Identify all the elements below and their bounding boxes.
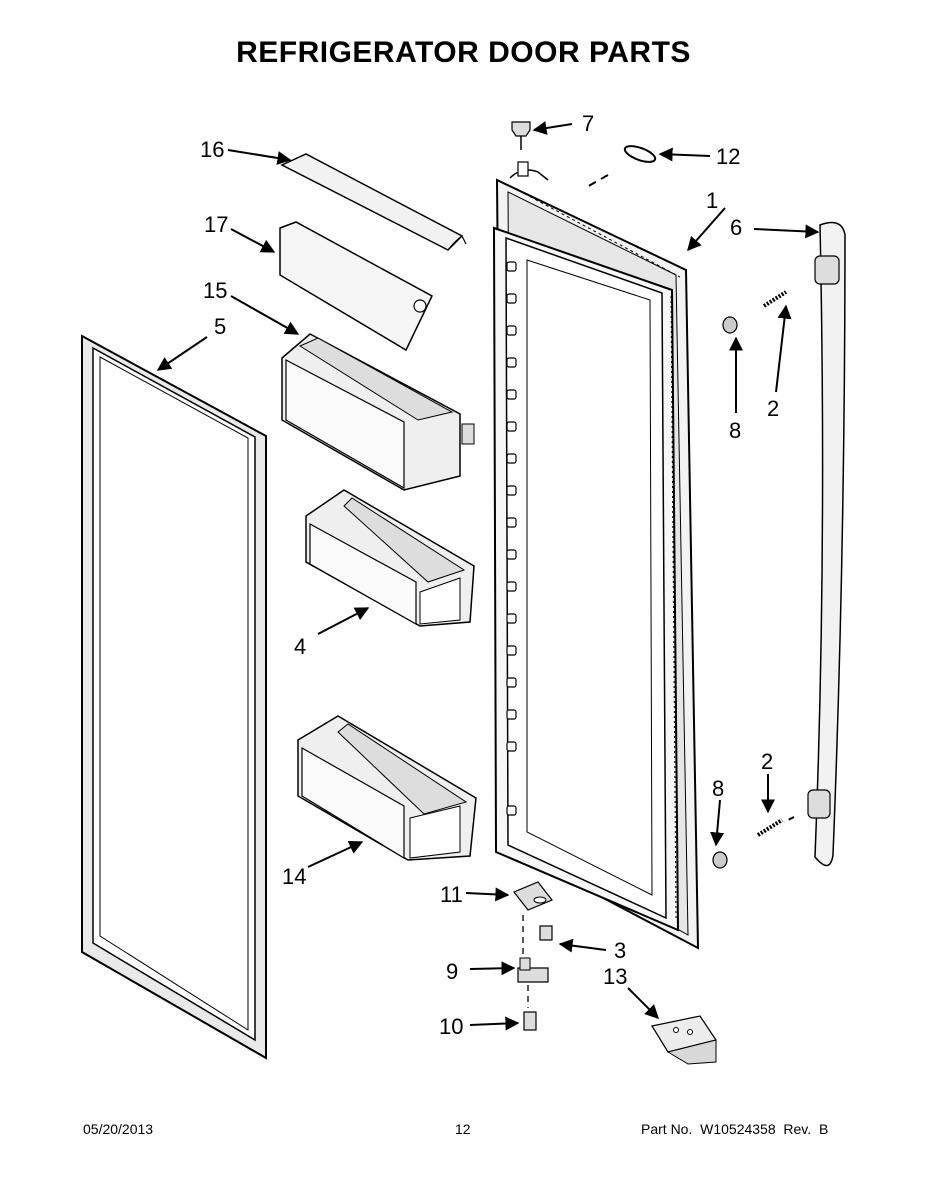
door-bin-small [305,489,475,627]
door-handle [807,221,846,867]
dairy-door [279,221,433,352]
callout-14: 14 [282,864,307,889]
callout-15: 15 [203,278,228,303]
hinge-bracket [651,1015,717,1065]
o-ring [623,145,657,163]
footer-page-number: 12 [455,1121,471,1137]
lower-hinge-parts [513,881,553,1031]
refrigerator-door [492,161,700,950]
callout-2-upper: 2 [767,396,780,421]
door-gasket [81,334,267,1060]
footer-part-number: Part No. W10524358 Rev. B [641,1121,829,1137]
callout-8-upper: 8 [729,418,742,443]
callout-16: 16 [200,137,225,162]
callout-10: 10 [439,1014,464,1039]
page-title: REFRIGERATOR DOOR PARTS [236,36,691,69]
callout-3: 3 [614,938,627,963]
footer-date: 05/20/2013 [83,1121,154,1137]
leader-arrows [156,121,820,1031]
hinge-cap [511,121,531,150]
callout-2-lower: 2 [761,749,774,774]
callout-1: 1 [706,188,719,213]
callout-11: 11 [440,882,463,907]
callout-12: 12 [716,144,741,169]
callout-17: 17 [204,212,229,237]
callout-9: 9 [446,959,459,984]
callout-6: 6 [730,215,743,240]
dairy-compartment [281,333,475,491]
callout-4: 4 [294,634,307,659]
callout-5: 5 [214,314,227,339]
callout-13: 13 [603,964,628,989]
callout-7: 7 [582,111,595,136]
handle-screws [712,290,788,869]
callout-8-lower: 8 [712,776,725,801]
dairy-door-cover [280,153,467,251]
door-bin-large [297,715,477,861]
